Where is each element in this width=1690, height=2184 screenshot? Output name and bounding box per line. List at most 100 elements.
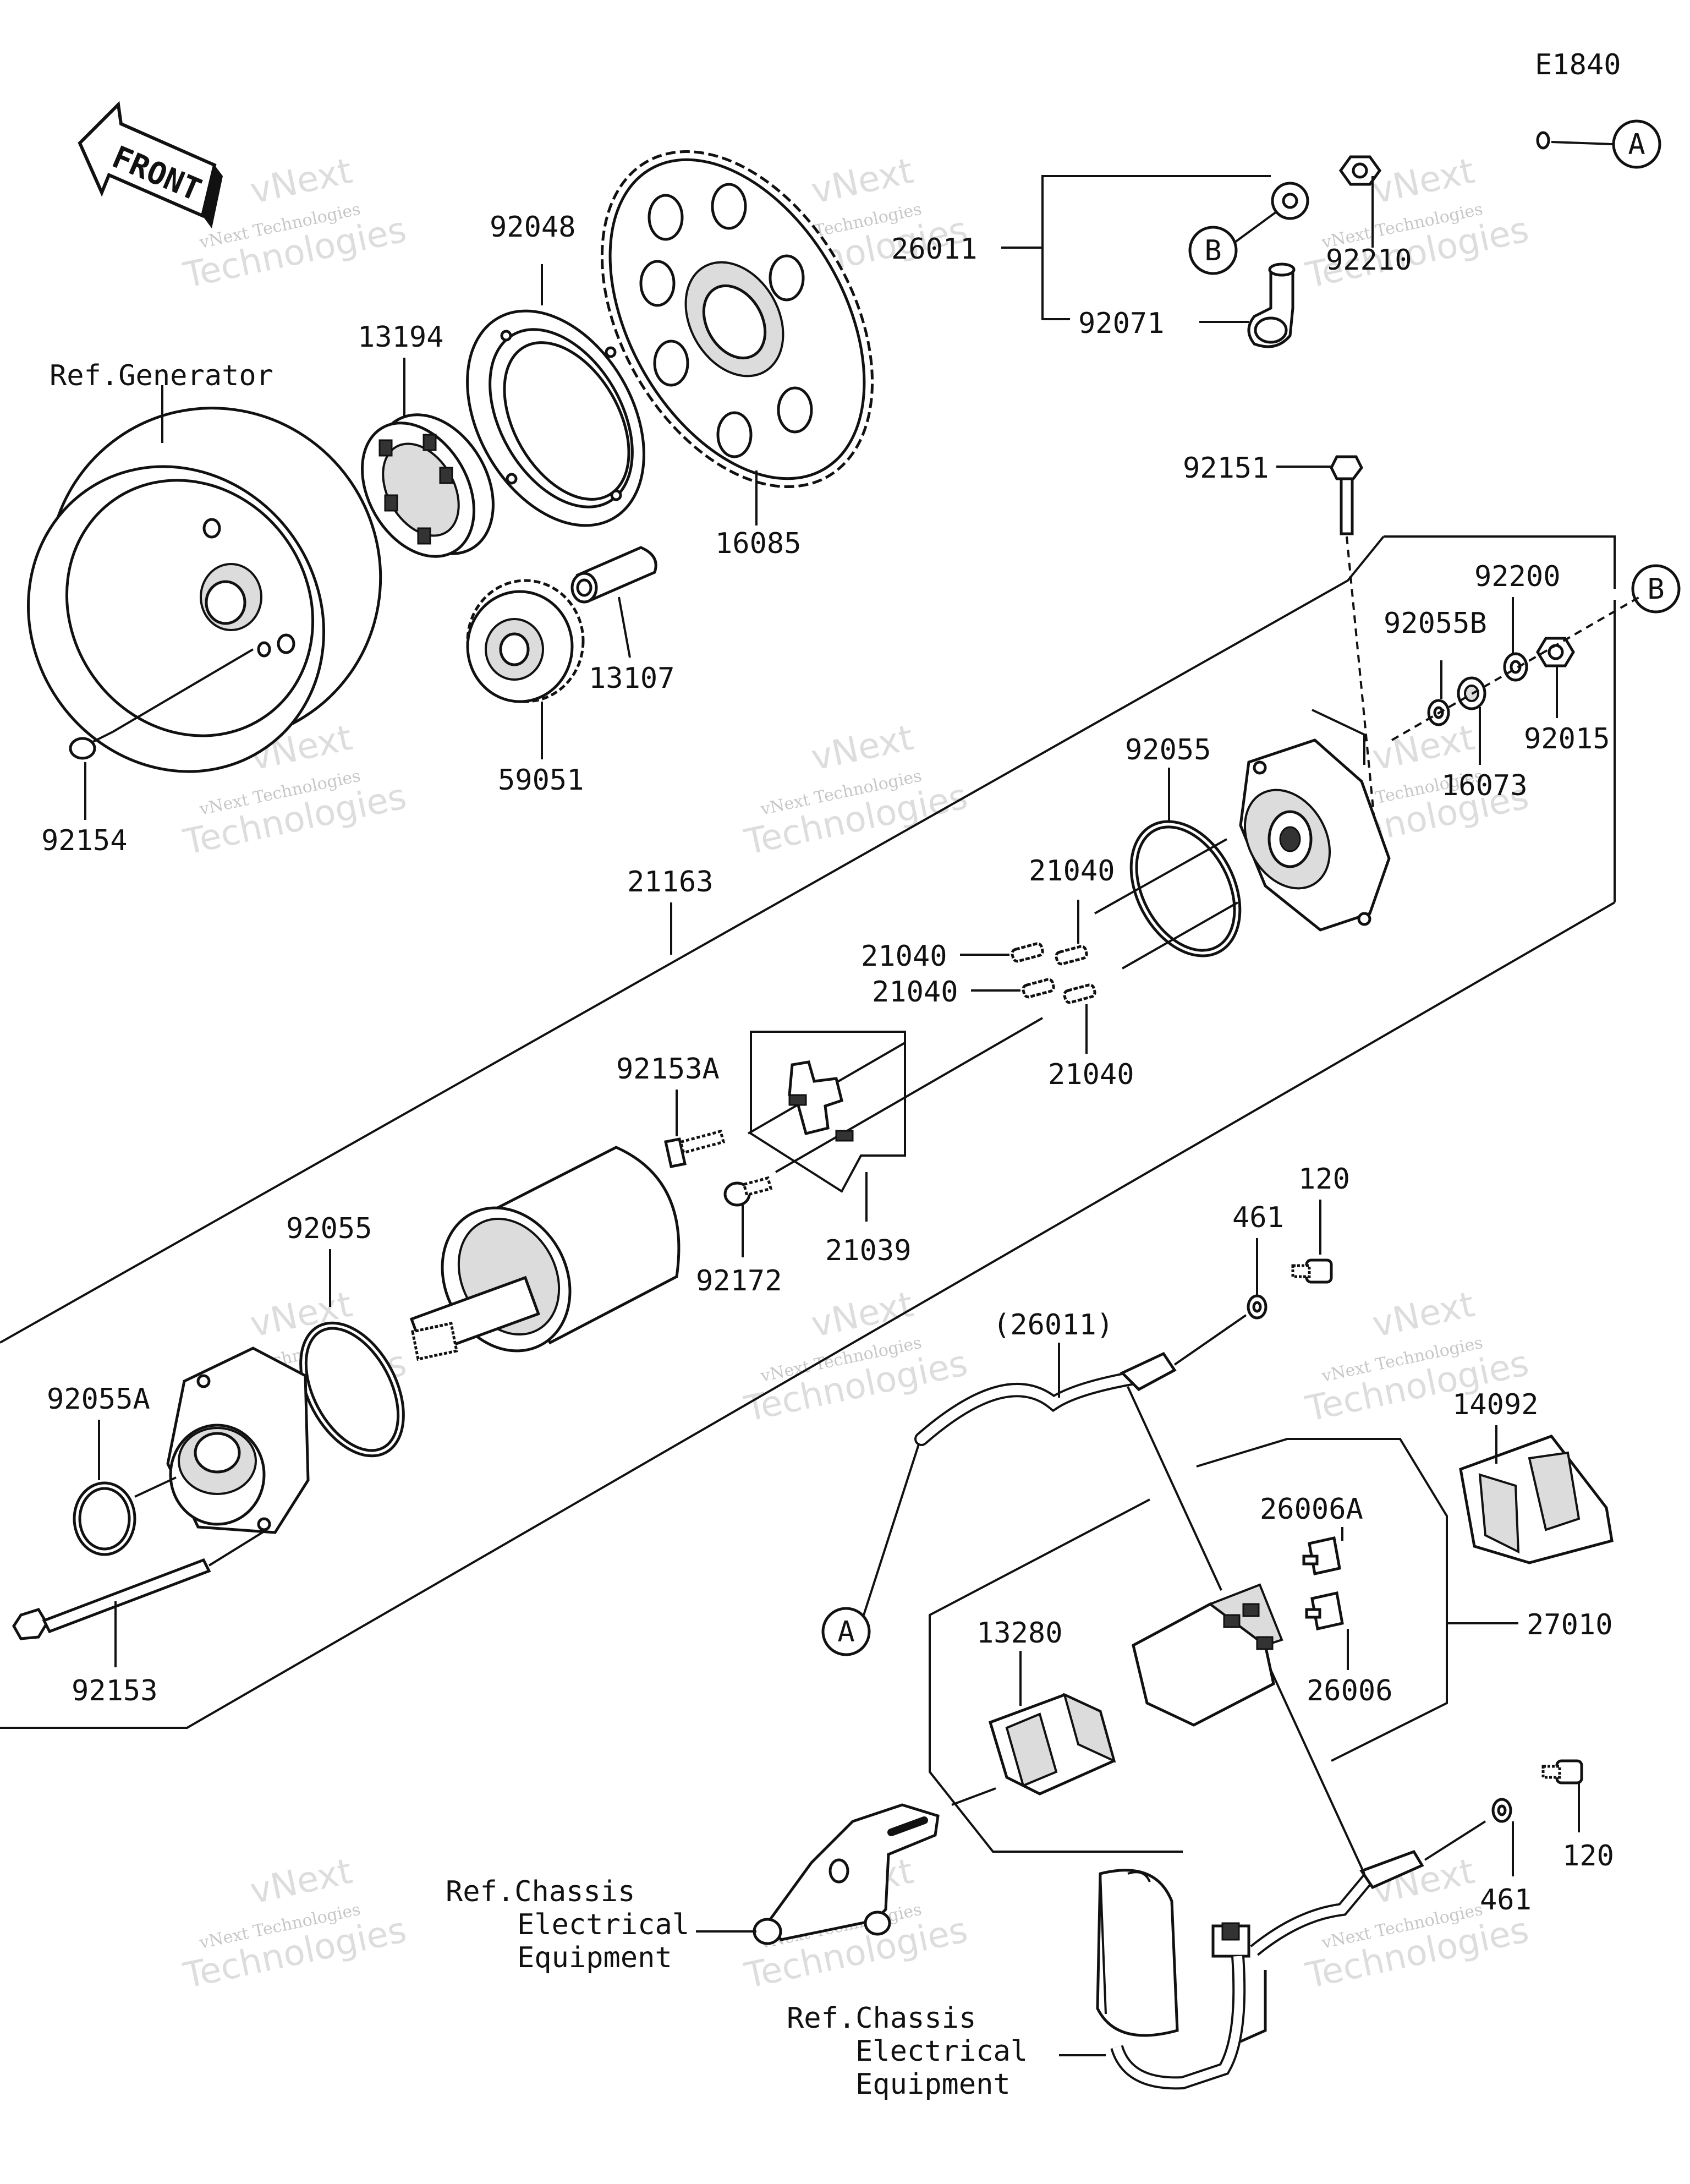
connector-a-bottom: A [821, 1607, 871, 1656]
guide-harness-terminal [1424, 1820, 1486, 1861]
watermark-text: vNext [808, 151, 917, 212]
part-label-21040: 21040 [872, 976, 958, 1009]
part-label-59051: 59051 [498, 764, 584, 797]
leader-cable-to-relay [1127, 1386, 1222, 1591]
part-label-92071: 92071 [1078, 307, 1165, 340]
starter-cable-26011 [863, 1314, 1247, 1616]
spring-21040-b [1055, 945, 1088, 966]
spring-21040-c [1022, 978, 1055, 999]
part-label-92055A: 92055A [47, 1383, 150, 1416]
flywheel-generator [27, 407, 382, 773]
bracket-27010 [1196, 1438, 1448, 1762]
fuse-26006 [1305, 1591, 1344, 1631]
diagram-code: E1840 [1535, 48, 1621, 81]
part-label-92055-lower: 92055 [286, 1212, 372, 1245]
part-label-21040: 21040 [1048, 1058, 1134, 1091]
bolt-92151 [1330, 455, 1376, 831]
connector-a-top: A [1612, 119, 1661, 169]
part-label-92172: 92172 [696, 1265, 782, 1298]
ref-generator-label: Ref.Generator [50, 359, 273, 392]
armature-yoke [409, 1146, 681, 1361]
leader-26011-bracket [1041, 248, 1070, 320]
part-label-26011-paren: (26011) [993, 1309, 1113, 1342]
part-label-92154: 92154 [41, 824, 128, 857]
ref-chassis-1-line1: Ref.Chassis [446, 1875, 635, 1908]
spring-21040-d [1063, 983, 1096, 1004]
part-label-13194: 13194 [358, 321, 444, 354]
stud-dashline [1391, 596, 1640, 741]
nut-92210 [1338, 155, 1382, 248]
watermark: vNext vNext Technologies Technologies [741, 1284, 972, 1430]
fuse-26006A [1302, 1536, 1341, 1576]
ref-chassis-2-line3: Equipment [855, 2068, 1011, 2101]
gear-59051 [466, 579, 585, 703]
connector-b-letter: B [1204, 234, 1221, 267]
watermark: vNext vNext Technologies Technologies [180, 1851, 410, 1997]
relay-13280 [988, 1693, 1116, 1796]
connector-a-letter: A [1628, 128, 1645, 161]
part-label-16073: 16073 [1441, 769, 1528, 802]
part-label-92200: 92200 [1474, 560, 1561, 593]
part-label-92048: 92048 [490, 211, 576, 244]
part-label-92015: 92015 [1524, 722, 1610, 756]
part-label-21039: 21039 [825, 1234, 912, 1267]
watermark-text: vNext [1369, 151, 1478, 212]
ref-chassis-2-line2: Electrical [855, 2035, 1028, 2068]
part-label-13107: 13107 [589, 662, 675, 695]
collar-92048 [466, 309, 645, 527]
bolt-92153 [12, 1529, 268, 1640]
wiring-harness [1096, 1849, 1424, 2090]
washer-461-lower [1491, 1798, 1512, 1823]
part-label-16085: 16085 [715, 527, 802, 560]
part-label-461-upper: 461 [1232, 1201, 1284, 1234]
connector-a-letter: A [837, 1616, 854, 1649]
part-label-92055-upper: 92055 [1125, 734, 1211, 767]
leader-13107 [618, 596, 631, 658]
screw-92153A [664, 1129, 726, 1168]
nut-92015 [1536, 637, 1575, 667]
spring-21040-a [1011, 942, 1044, 963]
gear-16085 [600, 150, 874, 488]
part-label-92210: 92210 [1326, 244, 1412, 277]
part-label-13280: 13280 [976, 1617, 1063, 1650]
washer-92200 [1503, 652, 1528, 682]
part-label-120-lower: 120 [1562, 1840, 1614, 1873]
assembly-outline-21163 [0, 535, 1616, 1729]
washer-461-upper [1247, 1294, 1268, 1320]
part-label-26006: 26006 [1307, 1674, 1393, 1707]
relay-cover-14092 [1459, 1435, 1614, 1564]
part-label-92153A: 92153A [616, 1053, 720, 1086]
connector-b-right: B [1631, 564, 1681, 614]
guide-13280 [951, 1787, 996, 1806]
clutch-13194 [361, 413, 495, 558]
end-cover-front [166, 1346, 310, 1534]
bracket-27010-left [929, 1498, 1183, 1853]
part-label-26011: 26011 [891, 233, 978, 266]
axis-guide [1094, 838, 1227, 915]
o-ring-92055-upper [1129, 820, 1242, 957]
guide-92055A [134, 1476, 177, 1498]
screw-120-lower [1541, 1759, 1583, 1785]
front-arrow-icon: FRONT [78, 101, 223, 228]
battery-cable-top [1234, 88, 1614, 243]
screw-92172 [723, 1176, 773, 1207]
watermark-text: vNext [808, 718, 917, 779]
relay-mount-bracket [753, 1803, 940, 1945]
end-cover-rear [1239, 709, 1391, 932]
ref-chassis-1-line3: Equipment [517, 1941, 672, 1974]
ref-chassis-2-line1: Ref.Chassis [787, 2002, 976, 2035]
starter-relay [1132, 1583, 1283, 1727]
part-label-26006A: 26006A [1260, 1493, 1363, 1526]
bracket-21039 [750, 1031, 906, 1193]
part-label-92055B: 92055B [1384, 607, 1487, 640]
screw-92154 [69, 648, 254, 760]
terminal-cap-92071 [1247, 262, 1296, 348]
part-label-92151: 92151 [1183, 452, 1269, 485]
ref-chassis-1-line2: Electrical [517, 1908, 689, 1941]
screw-120-upper [1291, 1258, 1333, 1284]
brush-holder-21039 [788, 1060, 854, 1142]
leader-relay-to-harness [1270, 1670, 1365, 1874]
part-label-27010: 27010 [1527, 1608, 1613, 1641]
connector-b-letter: B [1647, 573, 1664, 606]
